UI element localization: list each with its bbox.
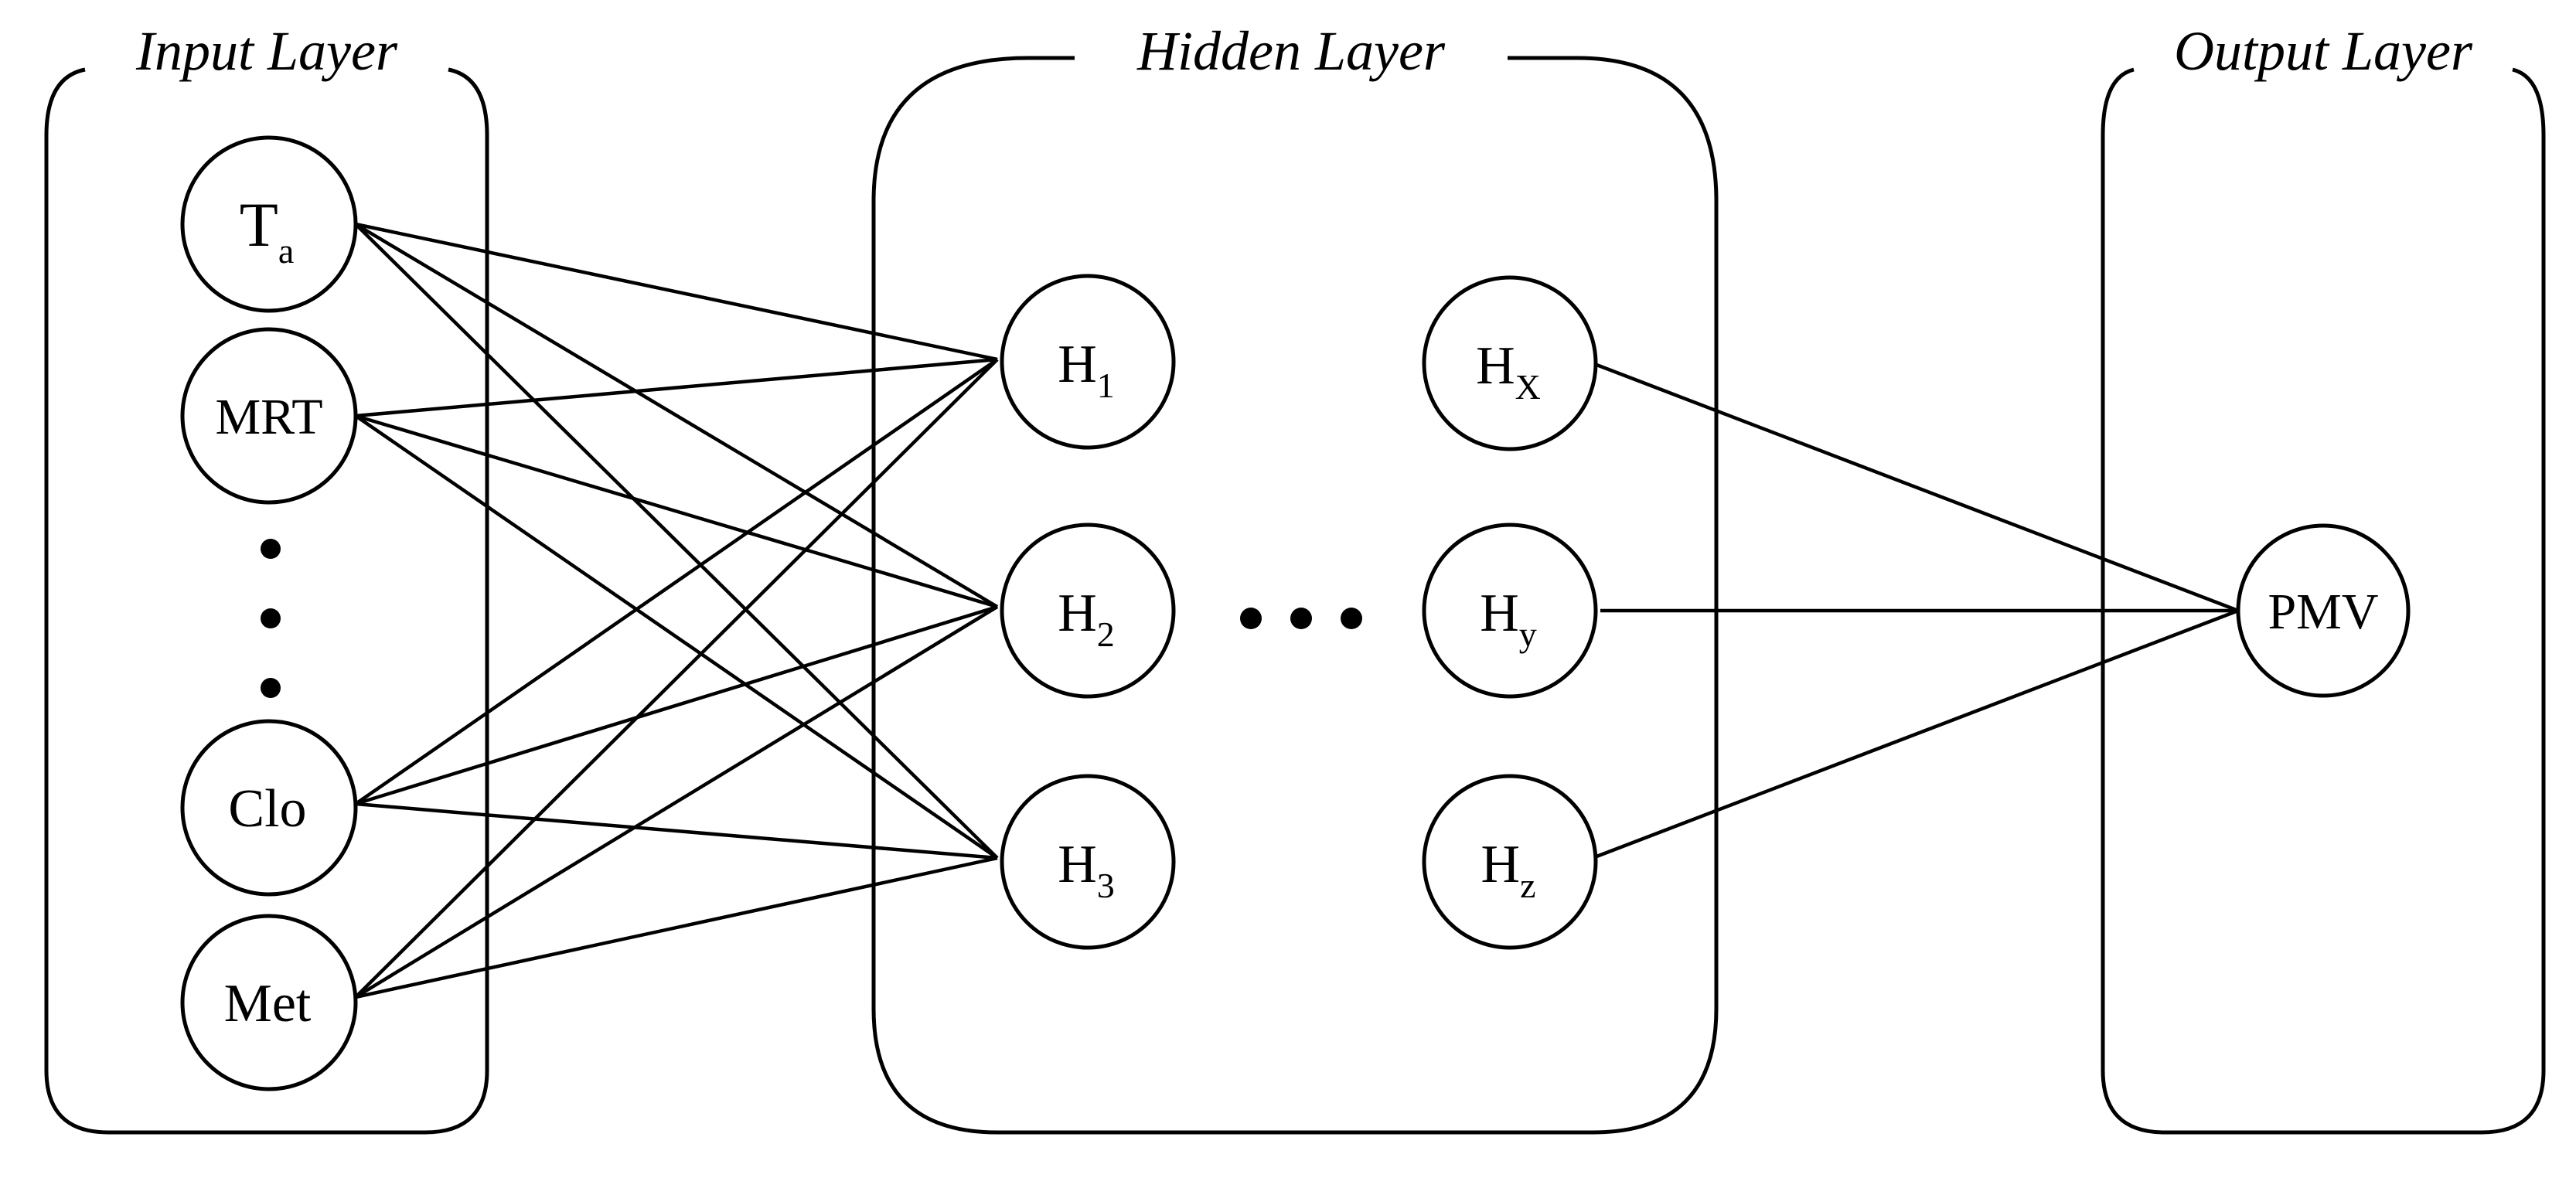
hidden-node-h1: H1 — [1000, 274, 1176, 450]
svg-text:Clo: Clo — [228, 779, 306, 839]
hidden-layer-title: Hidden Layer — [1136, 20, 1446, 82]
edge-met-h1 — [354, 358, 999, 999]
hidden-node-hz: Hz — [1422, 774, 1598, 950]
edge-met-h2 — [354, 605, 999, 999]
edge-clo-h3 — [355, 802, 998, 860]
svg-text:H1: H1 — [1058, 335, 1115, 405]
svg-text:H2: H2 — [1058, 584, 1115, 654]
svg-text:Ta: Ta — [240, 189, 295, 271]
input-node-clo: Clo — [180, 719, 358, 897]
hidden-node-h2: H2 — [1000, 523, 1176, 699]
input-ellipsis-dots — [261, 539, 281, 698]
edge-clo-h1 — [354, 358, 999, 805]
svg-text:Hz: Hz — [1481, 835, 1536, 905]
hidden-ellipsis-dots — [1240, 608, 1362, 629]
output-layer-title: Output Layer — [2174, 20, 2473, 82]
edge-met-h3 — [355, 856, 998, 999]
edge-ta-h3 — [354, 223, 999, 860]
edge-ta-h2 — [354, 223, 999, 608]
svg-text:HX: HX — [1476, 336, 1541, 407]
svg-text:H3: H3 — [1058, 835, 1115, 905]
input-layer-title: Input Layer — [135, 20, 398, 82]
svg-text:Hy: Hy — [1480, 584, 1537, 654]
hidden-node-hy: Hy — [1422, 523, 1598, 699]
hidden-output-connections — [1592, 361, 2239, 860]
input-layer-frame — [44, 67, 489, 1135]
edge-mrt-h1 — [355, 357, 998, 418]
svg-text:PMV: PMV — [2268, 584, 2378, 640]
hidden-layer-frame — [871, 56, 1719, 1135]
edge-hz-pmv — [1592, 608, 2239, 860]
edge-mrt-h2 — [355, 414, 998, 609]
hidden-node-hx: HX — [1422, 275, 1598, 451]
input-node-mrt: MRT — [180, 327, 358, 505]
edge-clo-h2 — [355, 604, 998, 806]
output-layer-frame — [2101, 67, 2546, 1135]
input-hidden-connections — [354, 222, 999, 999]
edge-mrt-h3 — [354, 414, 999, 860]
input-node-ta: Ta — [180, 135, 358, 313]
output-node-pmv: PMV — [2236, 523, 2411, 698]
edge-ta-h1 — [355, 222, 998, 362]
edge-hx-pmv — [1592, 361, 2239, 613]
hidden-node-h3: H3 — [1000, 774, 1176, 950]
svg-text:Met: Met — [224, 974, 312, 1033]
svg-text:MRT: MRT — [215, 389, 322, 445]
input-node-met: Met — [180, 914, 358, 1091]
